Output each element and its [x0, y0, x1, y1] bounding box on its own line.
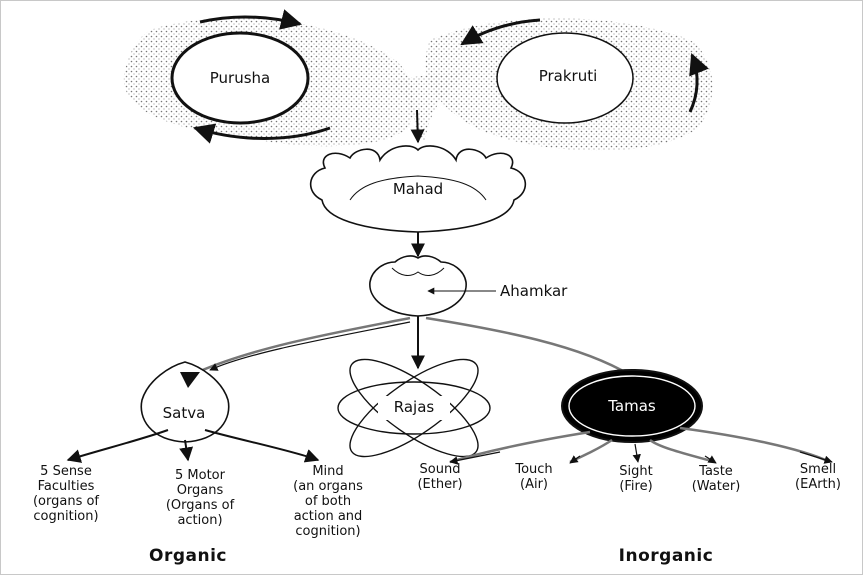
- satva-output-arrows: [66, 429, 320, 463]
- ahamkar-label: Ahamkar: [500, 282, 568, 300]
- tamas-ellipse: [561, 369, 703, 443]
- inorganic-category-label: Inorganic: [618, 546, 714, 566]
- inorganic-item-sight: Sight (Fire): [619, 464, 653, 494]
- branch-to-tamas: [425, 316, 631, 377]
- rajas-label: Rajas: [393, 398, 435, 416]
- prakruti-side-arrow: [688, 53, 709, 113]
- tamas-output-heads: [449, 443, 833, 465]
- mahad-label: Mahad: [392, 180, 444, 198]
- down-to-mahad-arrow: [410, 109, 425, 144]
- organic-item-mind: Mind (an organs of both action and cogni…: [293, 464, 363, 539]
- rajas-label-bg: [378, 396, 450, 420]
- inorganic-item-sound: Sound (Ether): [417, 462, 463, 492]
- branch-to-satva-dark: [209, 321, 411, 371]
- rajas-atom: [337, 358, 491, 458]
- ahamkar-bud: [369, 255, 467, 317]
- purusha-ellipse: [170, 31, 310, 125]
- tamas-label: Tamas: [608, 397, 656, 415]
- mahad-lotus: [309, 145, 527, 233]
- prakruti-label: Prakruti: [538, 67, 598, 85]
- ahamkar-sepals: [391, 267, 445, 276]
- purusha-label: Purusha: [209, 69, 271, 87]
- inorganic-item-touch: Touch (Air): [515, 462, 553, 492]
- purusha-bottom-arrow: [192, 123, 331, 144]
- organic-item-motor-organs: 5 Motor Organs (Organs of action): [165, 468, 235, 528]
- satva-bud-tip: [180, 372, 200, 388]
- inorganic-item-taste: Taste (Water): [691, 464, 741, 494]
- satva-label: Satva: [162, 404, 206, 422]
- organic-category-label: Organic: [149, 546, 227, 566]
- converging-swirl: [390, 70, 470, 140]
- mahad-petal-lines: [349, 175, 487, 201]
- branch-to-satva: [197, 316, 411, 374]
- prakruti-top-arrow: [460, 18, 541, 46]
- tamas-ring: [568, 375, 696, 437]
- purusha-top-arrow: [199, 9, 303, 30]
- satva-bud: [140, 361, 230, 443]
- inorganic-item-smell: Smell (EArth): [795, 462, 841, 492]
- prakruti-ellipse: [496, 32, 634, 124]
- organic-item-sense-faculties: 5 Sense Faculties (organs of cognition): [32, 464, 100, 524]
